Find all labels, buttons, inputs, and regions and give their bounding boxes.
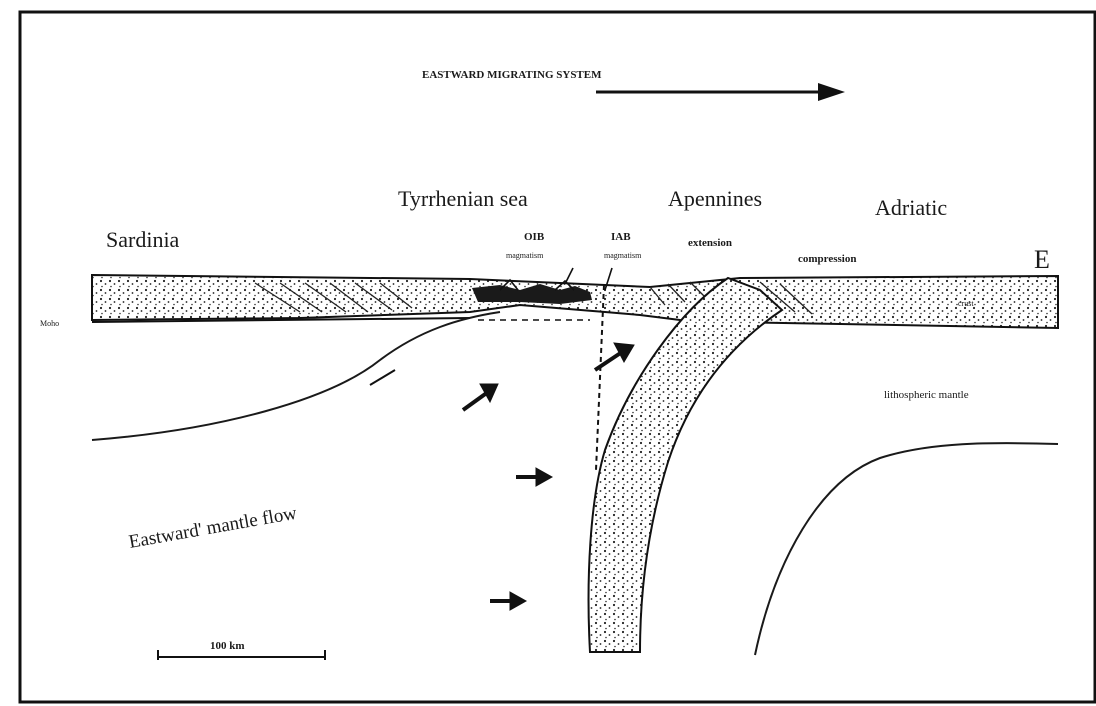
label-sardinia: Sardinia xyxy=(106,227,180,252)
label-apennines: Apennines xyxy=(668,186,762,211)
trench-dashed-line xyxy=(596,285,604,470)
figure-border xyxy=(20,12,1095,702)
mantle-flow-label: Eastward' mantle flow xyxy=(127,503,298,553)
oib-magmatism-label: magmatism xyxy=(506,251,544,260)
compression-label: compression xyxy=(798,253,856,265)
shear-tick xyxy=(370,370,395,385)
oib-magmatic-body xyxy=(472,284,592,304)
tyrrhenian-lithosphere-base xyxy=(92,312,500,440)
east-marker: E xyxy=(1034,245,1050,274)
adriatic-lithosphere-base xyxy=(755,443,1058,655)
iab-label: IAB xyxy=(611,231,631,243)
system-label: EASTWARD MIGRATING SYSTEM xyxy=(422,69,602,81)
flow-arrow-3 xyxy=(516,468,552,486)
lithospheric-mantle-label: lithospheric mantle xyxy=(884,389,969,401)
subducting-slab xyxy=(589,278,782,652)
iab-magmatism-label: magmatism xyxy=(604,251,642,260)
migration-arrow xyxy=(596,83,845,101)
label-tyrrhenian-sea: Tyrrhenian sea xyxy=(398,186,528,211)
oib-label: OIB xyxy=(524,231,545,243)
extension-label: extension xyxy=(688,237,732,249)
flow-arrow-1 xyxy=(463,384,498,410)
label-adriatic: Adriatic xyxy=(875,195,947,220)
moho-label: Moho xyxy=(40,319,59,328)
flow-arrow-4 xyxy=(490,592,526,610)
flow-arrow-2 xyxy=(595,343,634,370)
scale-bar-label: 100 km xyxy=(210,640,245,652)
crust-label: crust xyxy=(958,299,974,308)
